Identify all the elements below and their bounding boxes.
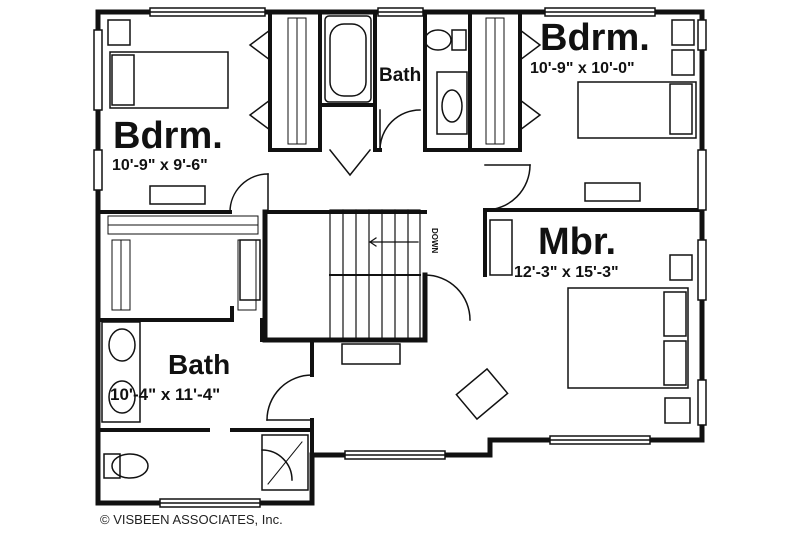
bath-lower-title: Bath bbox=[168, 349, 230, 380]
staircase bbox=[329, 209, 421, 341]
windows bbox=[93, 7, 707, 508]
bath-top-title: Bath bbox=[379, 65, 421, 86]
master-bedroom-size: 12'-3" x 15'-3" bbox=[514, 264, 619, 281]
closet-doors bbox=[248, 28, 542, 132]
bath-lower-size: 10'-4" x 11'-4" bbox=[110, 385, 220, 404]
copyright-notice: © VISBEEN ASSOCIATES, Inc. bbox=[100, 512, 283, 527]
bedroom-left-title: Bdrm. bbox=[113, 115, 223, 157]
door-swings bbox=[229, 109, 531, 481]
bedroom-right-size: 10'-9" x 10'-0" bbox=[530, 60, 635, 77]
bedroom-right-title: Bdrm. bbox=[540, 17, 650, 59]
master-bedroom-title: Mbr. bbox=[538, 221, 616, 263]
bedroom-left-size: 10'-9" x 9'-6" bbox=[112, 157, 208, 174]
furniture bbox=[101, 15, 697, 491]
stairs-direction-label: DOWN bbox=[430, 228, 439, 254]
interior-walls bbox=[96, 10, 704, 457]
